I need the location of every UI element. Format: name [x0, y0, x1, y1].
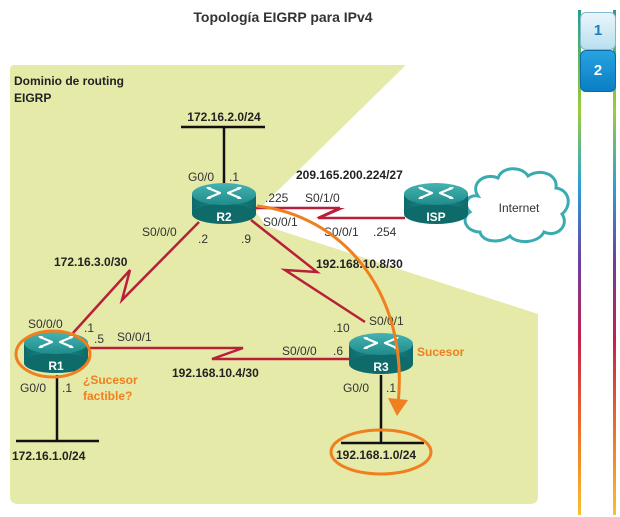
successor-label: Sucesor: [417, 345, 465, 359]
router-r2-label: R2: [216, 210, 232, 224]
network-label-172-16-3-0: 172.16.3.0/30: [54, 255, 128, 269]
internet-cloud[interactable]: [463, 167, 570, 243]
r2-s000-ip: .2: [198, 232, 208, 246]
eigrp-domain-area: [10, 65, 538, 504]
page-1-button[interactable]: 1: [580, 12, 616, 50]
r2-s001-label: S0/0/1: [263, 215, 298, 229]
r3-g00-ip: .1: [386, 381, 396, 395]
router-r2[interactable]: R2: [190, 181, 258, 226]
router-r1[interactable]: R1: [22, 330, 90, 375]
r3-s001-ip: .10: [333, 321, 350, 335]
diagram-title: Topología EIGRP para IPv4: [193, 9, 372, 25]
r1-s000-ip: .1: [84, 321, 94, 335]
nav-rail-right: [613, 10, 616, 515]
serial-link-r1-r2: [72, 221, 200, 334]
domain-label-line1: Dominio de routing: [14, 74, 124, 88]
serial-link-r2-r3: [250, 219, 366, 324]
feasible-successor-label-line2: factible?: [83, 389, 132, 403]
network-label-192-168-10-4: 192.168.10.4/30: [172, 366, 259, 380]
internet-label: Internet: [499, 201, 540, 215]
r2-s010-label: S0/1/0: [305, 191, 340, 205]
destination-network-highlight: [329, 428, 433, 476]
page-2-button[interactable]: 2: [580, 50, 616, 92]
network-label-172-16-1-0: 172.16.1.0/24: [12, 449, 86, 463]
router-r1-label: R1: [48, 359, 64, 373]
r3-g00-label: G0/0: [343, 381, 369, 395]
r2-g00-ip: .1: [229, 170, 239, 184]
serial-zigzag-r2-isp: [316, 208, 345, 218]
nav-rail-left: [578, 10, 581, 515]
r2-s000-label: S0/0/0: [142, 225, 177, 239]
r2-g00-label: G0/0: [188, 170, 214, 184]
isp-s001-ip: .254: [373, 225, 397, 239]
router-isp-label: ISP: [426, 210, 445, 224]
r3-s000-ip: .6: [333, 344, 343, 358]
r3-s000-label: S0/0/0: [282, 344, 317, 358]
network-label-209-165-200-224: 209.165.200.224/27: [296, 168, 403, 182]
r3-s001-label: S0/0/1: [369, 314, 404, 328]
feasible-successor-label-line1: ¿Sucesor: [83, 373, 138, 387]
router-r3[interactable]: R3: [347, 331, 415, 376]
r1-s000-label: S0/0/0: [28, 317, 63, 331]
domain-label-line2: EIGRP: [14, 91, 51, 105]
network-label-192-168-1-0: 192.168.1.0/24: [336, 448, 416, 462]
r1-s001-ip: .5: [94, 332, 104, 346]
feasible-successor-highlight: [14, 329, 92, 379]
r2-s010-ip: .225: [265, 191, 289, 205]
network-label-192-168-10-8: 192.168.10.8/30: [316, 257, 403, 271]
network-label-172-16-2-0: 172.16.2.0/24: [187, 110, 261, 124]
r1-s001-label: S0/0/1: [117, 330, 152, 344]
successor-path-arrow: [256, 204, 401, 406]
router-r3-label: R3: [373, 360, 389, 374]
serial-link-r1-r3: [88, 346, 350, 361]
router-isp[interactable]: ISP: [402, 181, 470, 226]
r2-s001-ip: .9: [241, 232, 251, 246]
r1-g00-ip: .1: [62, 381, 72, 395]
r1-g00-label: G0/0: [20, 381, 46, 395]
arrowhead-icon: [388, 398, 408, 416]
